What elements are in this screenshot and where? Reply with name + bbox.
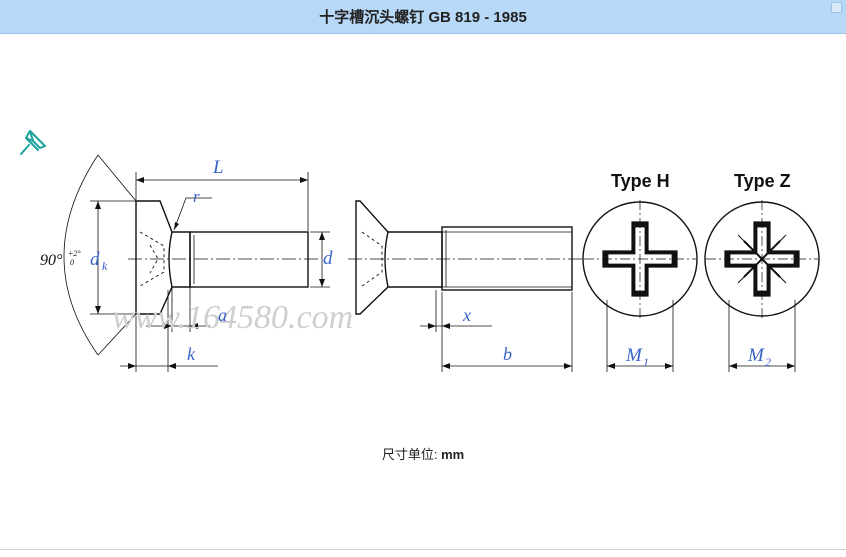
label-b: b: [503, 344, 512, 364]
label-angle-tol2: 0: [70, 258, 74, 267]
label-M2: M: [747, 345, 765, 366]
watermark-text: www.164580.com: [112, 299, 353, 336]
label-type-h: Type H: [611, 171, 670, 191]
label-M2-sub: 2: [765, 355, 771, 369]
label-k: k: [187, 344, 196, 364]
screw1-shank: [189, 231, 309, 288]
label-angle-tol: +2°: [68, 249, 81, 258]
label-a: a: [218, 305, 227, 325]
unit-line: 尺寸单位: mm: [0, 444, 846, 463]
unit-value: mm: [441, 447, 465, 462]
label-d: d: [323, 248, 333, 269]
screw2-outline: [355, 200, 443, 315]
label-r: r: [193, 187, 200, 206]
label-angle: 90°: [40, 252, 63, 269]
unit-label: 尺寸单位:: [381, 447, 438, 462]
pushpin-icon[interactable]: [18, 126, 50, 158]
bottom-divider: [0, 549, 846, 550]
label-type-z: Type Z: [734, 171, 791, 191]
label-x: x: [462, 305, 471, 325]
label-M1-sub: 1: [643, 355, 649, 369]
screw-technical-drawing: www.164580.com L r 90° +2° 0 d k d a k x…: [40, 154, 820, 372]
window-corner-icon[interactable]: [831, 2, 842, 13]
title-bar: 十字槽沉头螺钉 GB 819 - 1985: [0, 0, 846, 34]
screw2-shank: [441, 226, 573, 291]
label-dk-sub: k: [102, 259, 108, 273]
page-title: 十字槽沉头螺钉 GB 819 - 1985: [319, 9, 527, 26]
label-L: L: [212, 157, 224, 178]
screw1-outline: [135, 200, 191, 315]
label-M1: M: [625, 345, 643, 366]
label-dk: d: [90, 249, 100, 270]
